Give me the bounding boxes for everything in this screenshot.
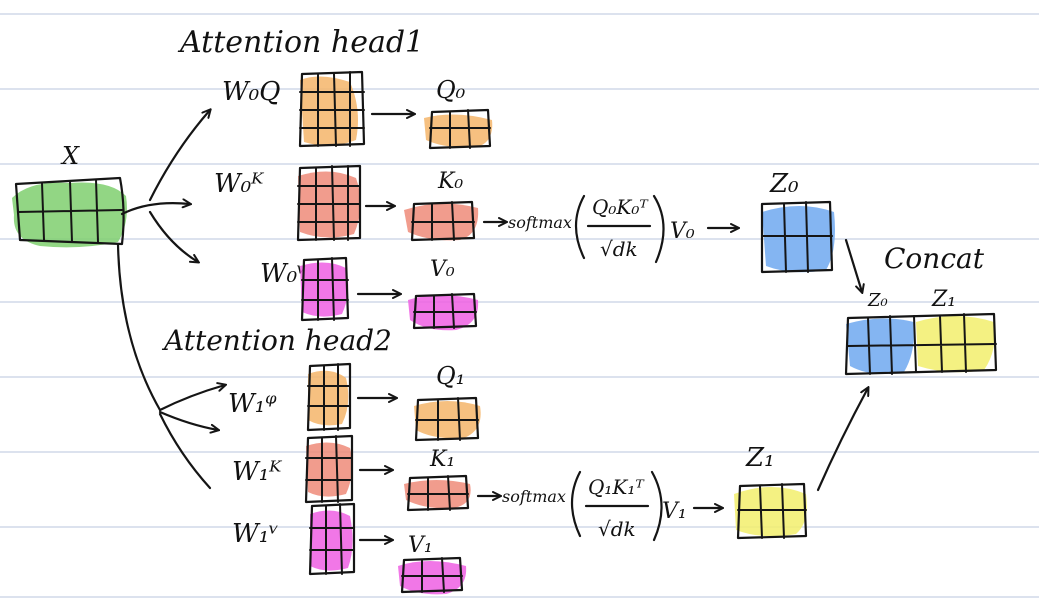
arrow-z1-to-concat — [816, 388, 868, 492]
arrow-x-to-w0v — [148, 210, 198, 262]
v0-label: V₀ — [430, 257, 455, 282]
k0-label: K₀ — [437, 169, 463, 194]
k1-matrix — [404, 474, 471, 512]
arrow-x-to-head2 — [116, 242, 162, 412]
w1k-matrix — [304, 434, 354, 504]
concat-z0-label: Z₀ — [867, 290, 888, 311]
input-label: X — [60, 142, 80, 170]
v1-label: V₁ — [408, 533, 433, 558]
q0-label: Q₀ — [436, 76, 466, 104]
concat-matrix — [844, 312, 998, 376]
paren-close-0 — [652, 194, 665, 264]
paren-open-0 — [574, 194, 586, 260]
paren-open-1 — [570, 470, 582, 538]
w0q-matrix — [298, 70, 366, 148]
v0-matrix — [408, 292, 479, 331]
w1q-matrix — [306, 362, 352, 432]
concat-z1-label: Z₁ — [931, 287, 956, 312]
denominator-0: √dk — [600, 237, 638, 261]
k0-matrix — [404, 200, 479, 242]
q1-label: Q₁ — [436, 362, 465, 390]
vmul-label-1: V₁ — [662, 499, 687, 524]
z1-matrix — [734, 482, 808, 540]
w0k-label: W₀ᴷ — [214, 169, 265, 199]
paren-close-1 — [650, 470, 663, 542]
w0v-label: W₀ᵛ — [260, 259, 307, 289]
z0-label: Z₀ — [769, 169, 799, 199]
w1v-label: W₁ᵛ — [232, 519, 279, 549]
w0k-matrix — [296, 164, 362, 242]
head2-title: Attention head2 — [161, 324, 392, 357]
k1-label: K₁ — [429, 447, 455, 472]
w1v-matrix — [308, 502, 356, 576]
arrow-to-w1q — [158, 385, 225, 412]
q1-matrix — [414, 396, 481, 442]
z1-label: Z₁ — [745, 443, 775, 473]
w1k-label: W₁ᴷ — [232, 457, 283, 487]
numerator-0: Q₀K₀ᵀ — [592, 195, 649, 219]
head1-title: Attention head1 — [177, 25, 424, 60]
numerator-1: Q₁K₁ᵀ — [588, 475, 645, 499]
softmax-label-1: softmax — [502, 487, 566, 506]
arrow-to-w1k — [158, 412, 212, 490]
z0-matrix — [760, 200, 835, 274]
q0-matrix — [424, 108, 493, 150]
arrow-x-to-w0q — [148, 110, 210, 202]
softmax-label-0: softmax — [508, 213, 572, 232]
w0v-matrix — [300, 256, 350, 322]
v1-matrix — [398, 556, 467, 595]
denominator-1: √dk — [598, 517, 636, 541]
w1q-label: W₁ᵠ — [228, 389, 277, 419]
w0q-label: W₀Q — [222, 77, 280, 107]
concat-label: Concat — [884, 242, 985, 275]
arrow-z0-to-concat — [844, 238, 862, 292]
vmul-label-0: V₀ — [670, 219, 695, 244]
notebook-rules — [0, 13, 1039, 598]
arrow-to-w1-mid — [158, 410, 218, 430]
input-matrix-x — [12, 176, 127, 248]
arrow-x-to-w0k — [120, 203, 190, 216]
